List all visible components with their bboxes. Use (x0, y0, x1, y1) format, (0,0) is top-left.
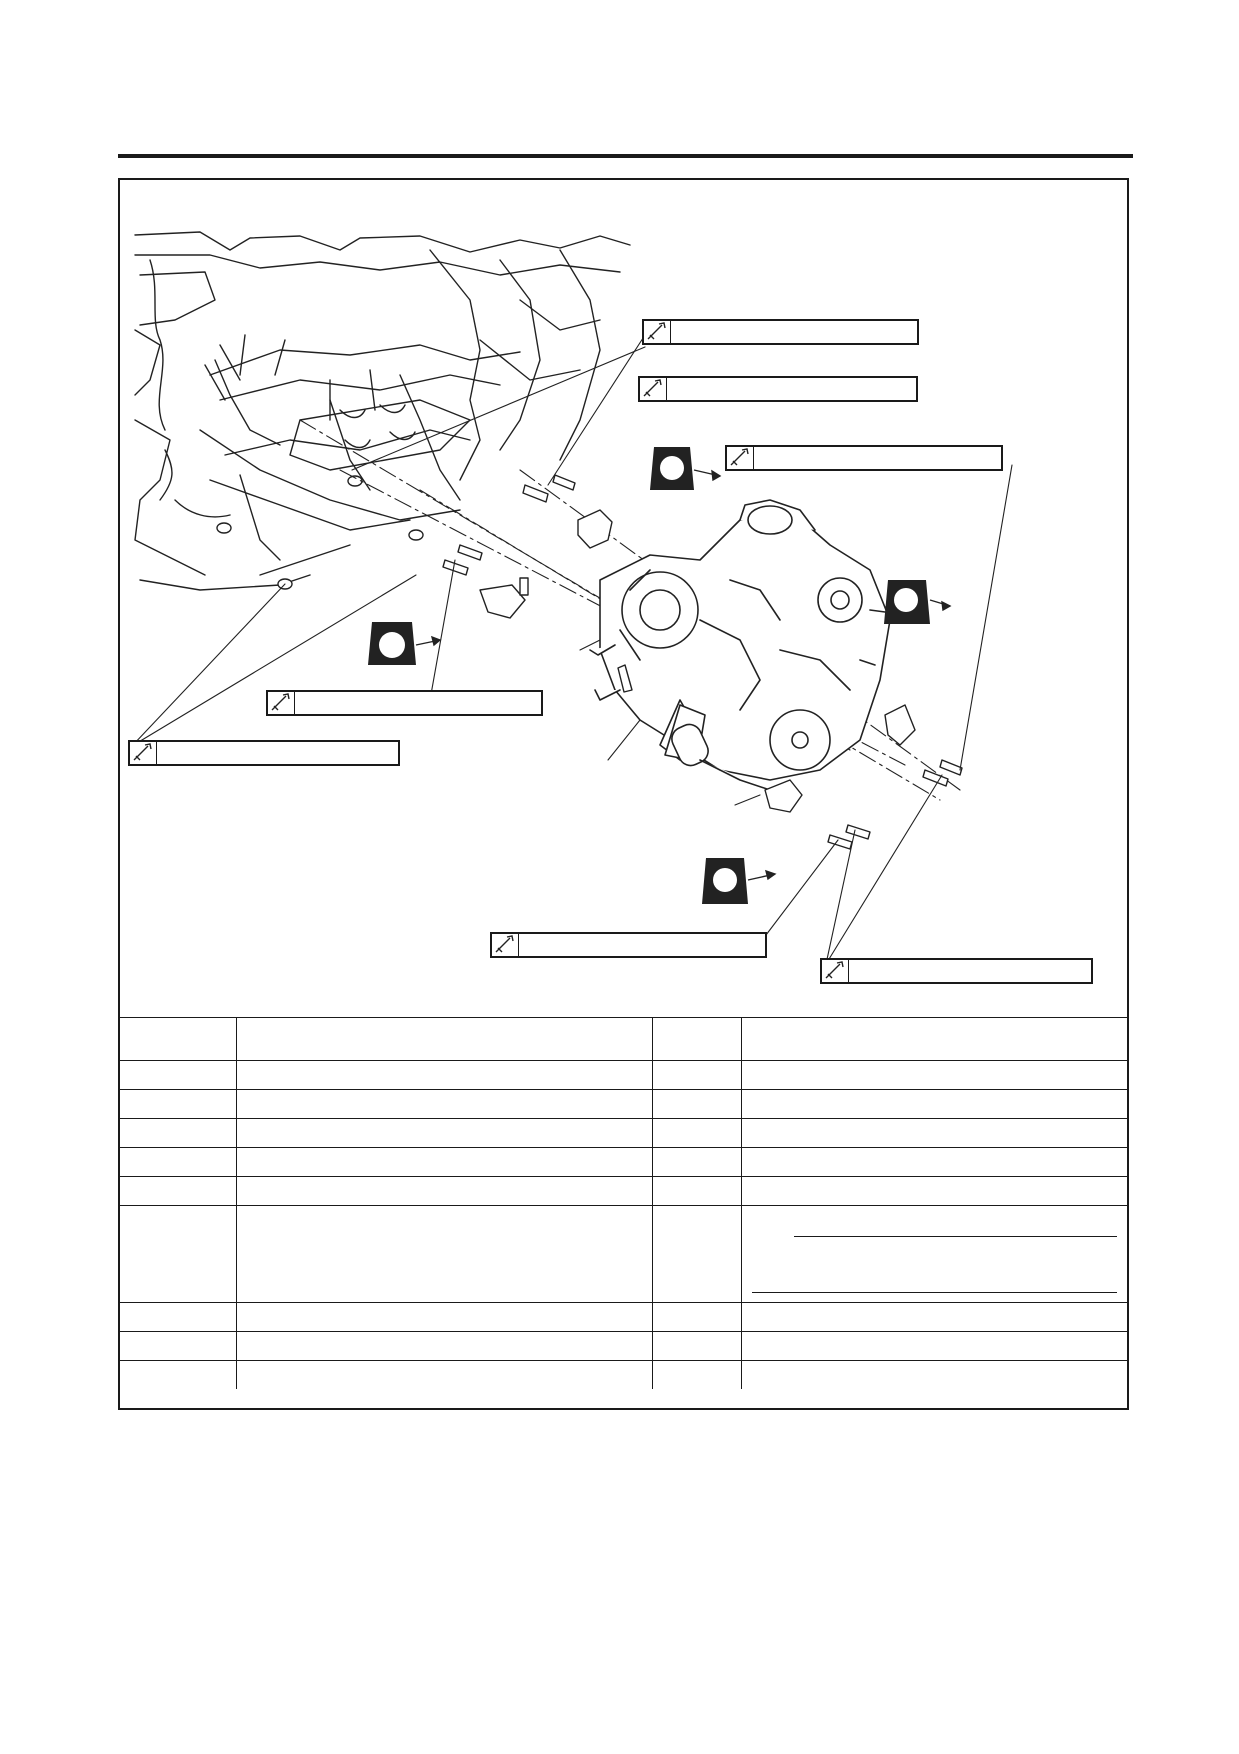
table-cell (235, 1176, 653, 1206)
table-cell (651, 1060, 742, 1090)
table-cell (651, 1089, 742, 1119)
table-cell (120, 1360, 237, 1389)
table-row-note (120, 1205, 1127, 1303)
wrench-icon (644, 321, 671, 343)
table-cell (235, 1147, 653, 1177)
torque-label-3 (725, 445, 1003, 471)
torque-label-5 (128, 740, 400, 766)
table-cell (120, 1302, 237, 1332)
table-cell (120, 1331, 237, 1361)
table-cell (740, 1118, 1127, 1148)
table-cell (651, 1017, 742, 1061)
engine-mount-illustration (131, 231, 1013, 965)
note-cell (740, 1205, 1127, 1303)
table-cell (740, 1089, 1127, 1119)
table-cell (120, 1147, 237, 1177)
new-part-washer-icon (368, 447, 930, 904)
table-cell (120, 1118, 237, 1148)
note-top-rule (793, 1236, 1117, 1237)
table-cell (740, 1360, 1127, 1389)
content-frame (118, 178, 1129, 1410)
table-cell (120, 1017, 237, 1061)
table-row (120, 1176, 1127, 1206)
table-cell (235, 1118, 653, 1148)
table-row (120, 1331, 1127, 1361)
table-cell (740, 1302, 1127, 1332)
table-cell (740, 1060, 1127, 1090)
vehicle-frame-drawing (134, 231, 631, 591)
table-cell (235, 1089, 653, 1119)
table-cell (120, 1205, 237, 1303)
table-cell (651, 1205, 742, 1303)
table-cell (235, 1302, 653, 1332)
table-cell (740, 1331, 1127, 1361)
table-row (120, 1147, 1127, 1177)
torque-label-4 (266, 690, 543, 716)
table-row (120, 1360, 1127, 1389)
table-cell (651, 1302, 742, 1332)
mount-brackets-drawing (479, 509, 916, 813)
table-cell (740, 1176, 1127, 1206)
note-box (750, 1206, 1120, 1302)
engine-drawing (589, 499, 891, 791)
torque-label-7 (820, 958, 1093, 984)
table-cell (120, 1089, 237, 1119)
table-cell (120, 1060, 237, 1090)
table-cell (740, 1017, 1127, 1061)
table-cell (651, 1360, 742, 1389)
table-row (120, 1118, 1127, 1148)
table-cell (651, 1147, 742, 1177)
wrench-icon (822, 960, 849, 982)
table-cell (651, 1331, 742, 1361)
table-cell (120, 1176, 237, 1206)
wrench-icon (727, 447, 754, 469)
table-cell (740, 1147, 1127, 1177)
parts-table (120, 1017, 1127, 1389)
table-row (120, 1089, 1127, 1119)
wrench-icon (492, 934, 519, 956)
table-cell (235, 1060, 653, 1090)
torque-label-1 (642, 319, 919, 345)
table-cell (651, 1118, 742, 1148)
table-cell (235, 1205, 653, 1303)
torque-label-2 (638, 376, 918, 402)
wrench-icon (130, 742, 157, 764)
table-cell (651, 1176, 742, 1206)
table-cell (235, 1360, 653, 1389)
bolts-drawing (442, 474, 963, 850)
wrench-icon (640, 378, 667, 400)
torque-label-6 (490, 932, 767, 958)
wrench-icon (268, 692, 295, 714)
table-row (120, 1302, 1127, 1332)
header-rule (118, 154, 1133, 158)
note-bottom-rule (751, 1292, 1117, 1293)
table-cell (235, 1017, 653, 1061)
table-header-row (120, 1017, 1127, 1061)
table-cell (235, 1331, 653, 1361)
table-row (120, 1060, 1127, 1090)
